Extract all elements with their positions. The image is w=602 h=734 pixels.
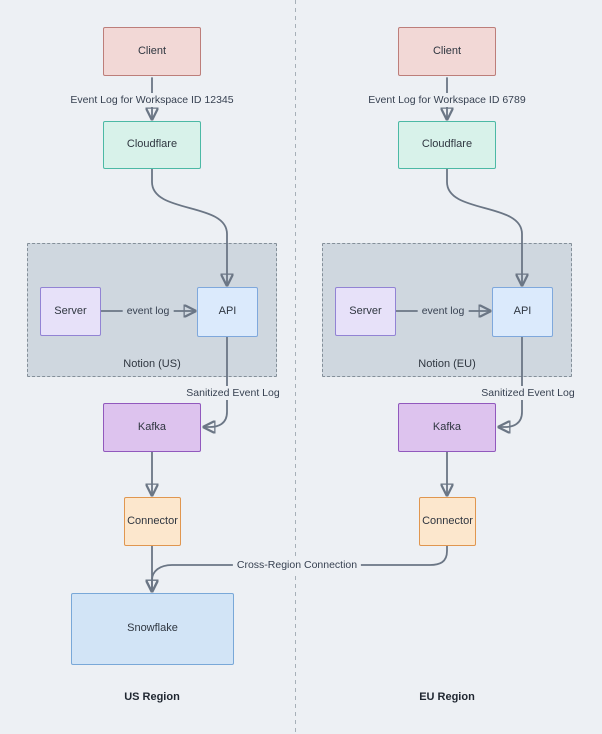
node-server-us-label: Server: [54, 304, 87, 317]
cluster-notion-eu-label: Notion (EU): [418, 358, 476, 370]
edge-label-event-log-us: event log: [122, 304, 174, 318]
edge-api-kafka-us: [204, 336, 228, 427]
node-connector-us-label: Connector: [127, 514, 178, 527]
node-client-us: Client: [103, 27, 201, 76]
node-connector-eu: Connector: [419, 497, 476, 546]
node-api-eu-label: API: [513, 305, 532, 318]
cluster-notion-us-label: Notion (US): [123, 358, 181, 370]
edge-api-kafka-eu: [499, 336, 523, 427]
node-kafka-us: Kafka: [103, 403, 201, 452]
region-label-us: US Region: [124, 691, 180, 703]
node-client-eu: Client: [398, 27, 496, 76]
region-label-eu: EU Region: [419, 691, 475, 703]
node-cloudflare-eu: Cloudflare: [398, 121, 496, 169]
node-server-us: Server: [40, 287, 101, 336]
node-client-us-label: Client: [137, 44, 167, 57]
node-api-us-label: API: [218, 305, 237, 318]
edge-label-cross-region: Cross-Region Connection: [232, 558, 362, 572]
edge-cloudflare-api-eu: [446, 168, 522, 285]
edge-label-sanitized-eu: Sanitized Event Log: [477, 386, 579, 400]
node-server-eu: Server: [335, 287, 396, 336]
node-kafka-us-label: Kafka: [137, 420, 167, 433]
edge-label-workspace-us: Event Log for Workspace ID 12345: [66, 93, 238, 107]
node-connector-eu-label: Connector: [422, 514, 473, 527]
edge-label-sanitized-us: Sanitized Event Log: [182, 386, 284, 400]
node-api-eu: API: [492, 287, 553, 337]
node-cloudflare-us: Cloudflare: [103, 121, 201, 169]
node-kafka-eu: Kafka: [398, 403, 496, 452]
node-server-eu-label: Server: [349, 304, 382, 317]
edge-label-workspace-eu: Event Log for Workspace ID 6789: [364, 93, 530, 107]
node-cloudflare-eu-label: Cloudflare: [421, 138, 473, 151]
node-snowflake-label: Snowflake: [127, 622, 178, 635]
node-api-us: API: [197, 287, 258, 337]
node-client-eu-label: Client: [432, 44, 462, 57]
edge-label-event-log-eu: event log: [417, 304, 469, 318]
node-snowflake: Snowflake: [71, 593, 234, 665]
node-kafka-eu-label: Kafka: [432, 420, 462, 433]
edge-cloudflare-api-us: [151, 168, 227, 285]
node-cloudflare-us-label: Cloudflare: [126, 138, 178, 151]
node-connector-us: Connector: [124, 497, 181, 546]
